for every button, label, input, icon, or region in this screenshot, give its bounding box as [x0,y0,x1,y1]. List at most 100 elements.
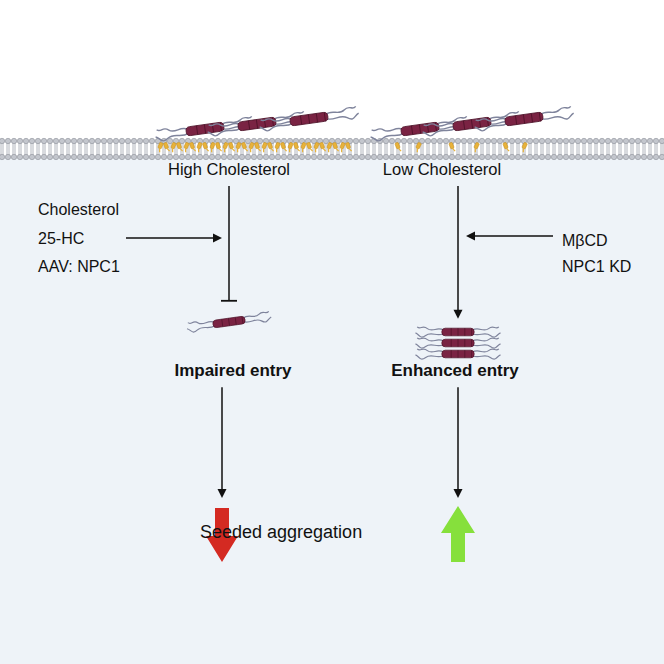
lipid-head [77,138,82,143]
lipid-head [449,154,454,159]
lipid-head [125,154,130,159]
lipid-head [317,154,322,159]
connector-line [221,387,223,490]
lipid-head [437,138,442,143]
sterol-ring [416,142,422,149]
lipid-head [485,154,490,159]
lipid-head [383,154,388,159]
cholesterol-molecule [209,142,216,152]
modulator-label: NPC1 KD [562,257,631,276]
connector-line [457,387,459,490]
cholesterol-molecule [183,142,190,152]
lipid-head [443,154,448,159]
lipid-head [71,154,76,159]
fibril-segment [419,125,420,134]
lipid-head [233,154,238,159]
lipid-head [77,154,82,159]
tau-fibril [259,106,360,132]
lipid-head [257,154,262,159]
sterol-tail [271,148,274,152]
cholesterol-molecule [287,142,294,152]
cholesterol-molecule [254,142,261,152]
sterol-tail [197,148,200,152]
lipid-head [47,154,52,159]
sterol-ring [249,142,254,149]
fibril-segment [539,112,540,121]
lipid-head [305,154,310,159]
lipid-head [575,154,580,159]
sterol-tail [232,148,235,152]
tau-fibril [416,338,501,348]
sterol-ring [210,142,215,149]
fibril-segment [228,318,229,326]
lipid-head [653,138,658,143]
lipid-head [35,138,40,143]
cholesterol-molecule [300,142,307,152]
lipid-head [227,154,232,159]
fibril-strand [540,106,571,114]
lipid-head [581,138,586,143]
arrow-head [466,232,475,241]
sterol-tail [193,148,196,152]
lipid-head [407,154,412,159]
fibril-segment [451,328,452,336]
lipid-head [455,138,460,143]
lipid-head [71,138,76,143]
lipid-head [95,154,100,159]
tau-fibril [416,349,501,359]
lipid-head [641,138,646,143]
lipid-head [83,138,88,143]
lipid-head [323,138,328,143]
result-box: Seeded aggregation [200,500,480,566]
fibril-strand [472,344,500,348]
sterol-tail [416,148,419,152]
lipid-head [11,154,16,159]
lipid-head [311,154,316,159]
lipid-head [425,154,430,159]
lipid-head [0,138,5,143]
arrow-head [454,489,463,498]
fibril-strand [325,106,356,114]
fibril-segment [523,115,524,124]
fibril-segment [248,121,249,130]
fibril-segment [196,126,197,135]
lipid-head [143,154,148,159]
lipid-head [509,138,514,143]
lipid-head [83,154,88,159]
lipid-head [605,138,610,143]
tau-fibril [416,327,501,337]
lipid-head [113,138,118,143]
lipid-head [185,154,190,159]
sterol-ring [319,142,324,149]
lipid-head [617,154,622,159]
lipid-head [575,138,580,143]
fibril-strand [476,115,507,123]
sterol-ring [184,142,189,149]
lipid-head [245,138,250,143]
sterol-ring [280,142,285,149]
lipid-head [467,138,472,143]
lipid-head [137,138,142,143]
lipid-head [125,138,130,143]
lipid-head [47,138,52,143]
cholesterol-molecule [189,142,196,152]
fibril-strand [187,325,215,333]
lipid-head [287,154,292,159]
lipid-head [149,154,154,159]
lipid-head [653,154,658,159]
lipid-head [479,138,484,143]
lipid-head [251,154,256,159]
lipid-head [167,138,172,143]
modulator-arrow [126,237,214,239]
lipid-head [611,138,616,143]
lipid-head [119,138,124,143]
lipid-head [197,154,202,159]
cholesterol-molecule [319,142,326,152]
sterol-ring [202,142,207,149]
lipid-head [0,154,5,159]
lipid-head [443,138,448,143]
lipid-head [515,138,520,143]
lipid-head [593,154,598,159]
cholesterol-molecule [313,142,320,152]
